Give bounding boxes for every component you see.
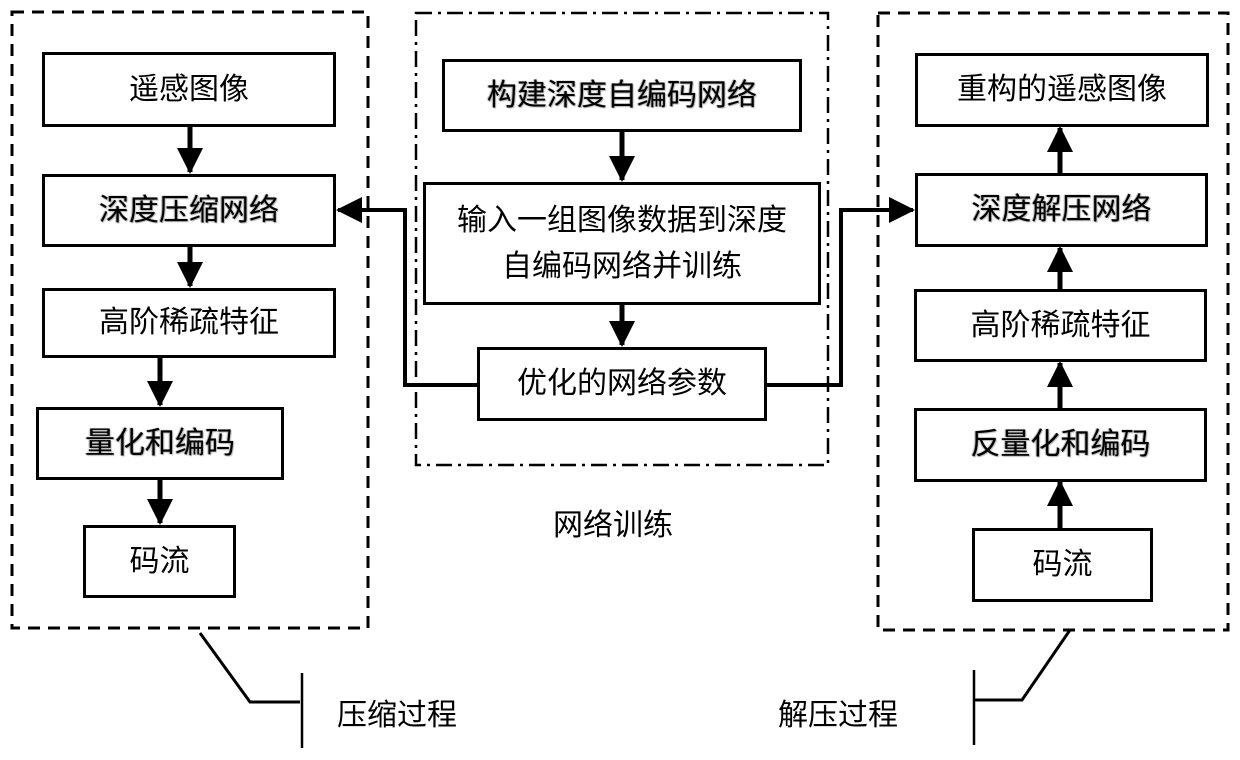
decompression-leader-line — [974, 629, 1072, 702]
step-text: 量化和编码 — [85, 425, 235, 461]
training-group-label: 网络训练 — [553, 508, 673, 543]
training-step-build-autoencoder: 构建深度自编码网络 — [442, 59, 802, 132]
decompression-step-deep-decompression-network: 深度解压网络 — [915, 173, 1208, 247]
param-to-decompression-line — [766, 197, 915, 387]
step-text: 构建深度自编码网络 — [487, 77, 757, 113]
step-text: 输入一组图像数据到深度自编码网络并训练 — [457, 202, 787, 284]
param-to-compression-line — [336, 197, 477, 387]
compression-step-bitstream: 码流 — [83, 525, 236, 598]
decompression-group-border — [876, 11, 1230, 632]
step-text: 深度解压网络 — [971, 192, 1152, 227]
compression-group-label: 压缩过程 — [337, 698, 457, 733]
step-text: 反量化和编码 — [970, 427, 1151, 462]
step-text: 高阶稀疏特征 — [99, 305, 279, 340]
step-text: 遥感图像 — [129, 71, 249, 107]
training-group-border — [414, 11, 830, 467]
step-text: 优化的网络参数 — [517, 366, 727, 401]
compression-step-remote-sensing-image: 遥感图像 — [42, 52, 336, 127]
training-step-train-autoencoder: 输入一组图像数据到深度自编码网络并训练 — [423, 182, 821, 305]
step-text: 深度压缩网络 — [99, 192, 279, 228]
step-text: 高阶稀疏特征 — [970, 307, 1151, 343]
compression-leader-line — [198, 632, 300, 704]
step-text: 码流 — [1032, 547, 1093, 582]
decompression-step-reconstructed-image: 重构的遥感图像 — [915, 53, 1209, 127]
step-text: 码流 — [129, 543, 190, 579]
compression-group-border — [10, 10, 370, 630]
decompression-step-sparse-features: 高阶稀疏特征 — [914, 289, 1207, 362]
compression-step-quantize-encode: 量化和编码 — [36, 407, 284, 480]
step-text: 重构的遥感图像 — [957, 72, 1167, 107]
decompression-group-label: 解压过程 — [778, 698, 898, 733]
decompression-step-bitstream: 码流 — [972, 528, 1153, 602]
training-step-optimized-params: 优化的网络参数 — [477, 347, 767, 421]
compression-step-deep-compression-network: 深度压缩网络 — [42, 174, 336, 247]
decompression-step-dequantize-encode: 反量化和编码 — [914, 408, 1207, 482]
compression-step-sparse-features: 高阶稀疏特征 — [42, 288, 336, 358]
